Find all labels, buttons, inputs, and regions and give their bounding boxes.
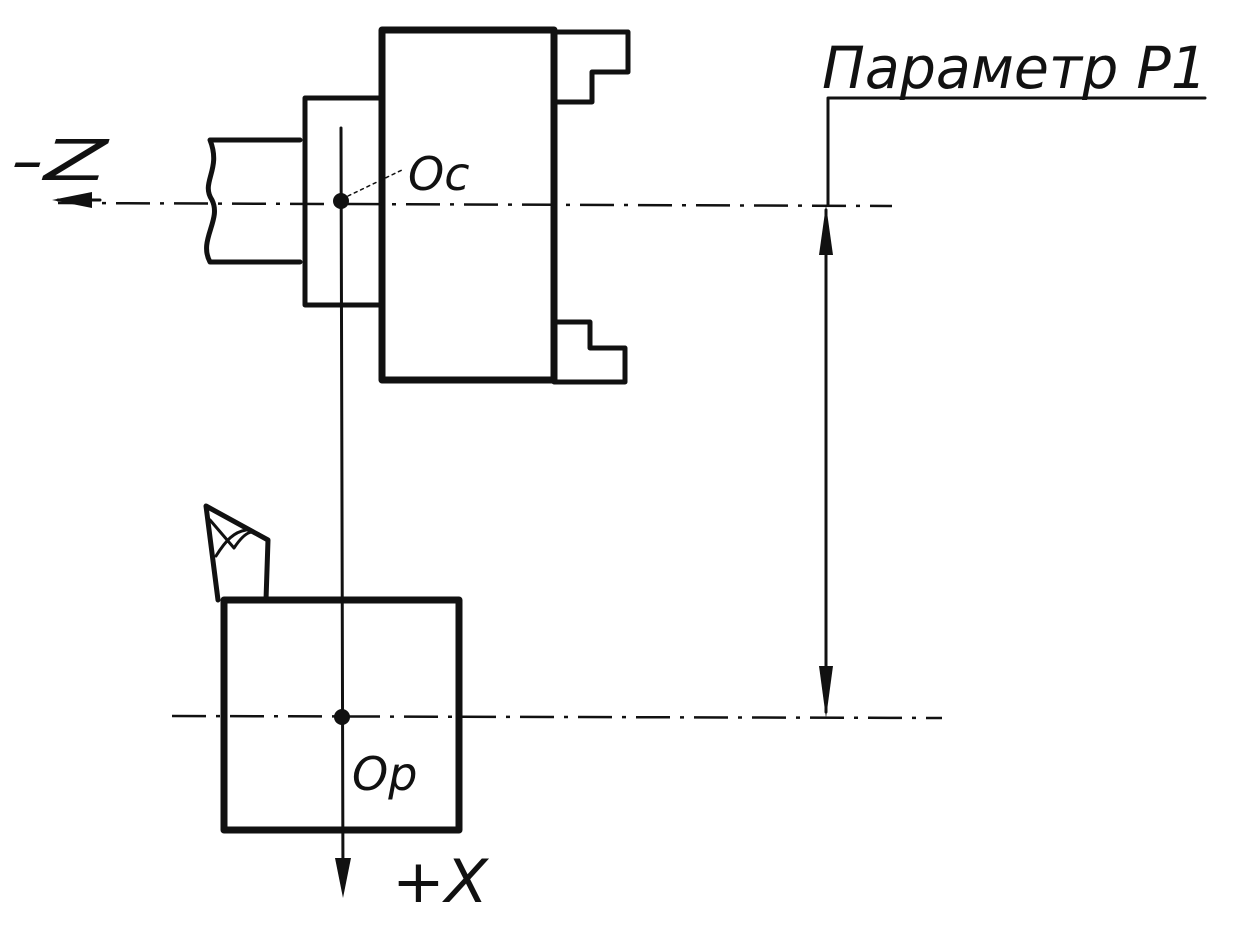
tool-origin-label: Op	[352, 747, 417, 801]
parameter-p1-dimension	[819, 96, 1207, 718]
parameter-p1-label: Параметр Р1	[822, 34, 1207, 102]
x-axis	[335, 126, 351, 898]
minus-z-arrow	[52, 192, 102, 208]
plus-x-label: +X	[392, 847, 490, 917]
lower-chuck-jaw	[551, 319, 628, 385]
chuck-center-axis-line	[57, 201, 893, 208]
upper-chuck-jaw	[551, 29, 631, 105]
chuck-origin-point	[333, 193, 349, 209]
minus-z-label: -Z	[10, 129, 111, 194]
tool-origin-point	[334, 709, 350, 725]
tool-center-axis-line	[171, 714, 943, 720]
spindle-shaft	[204, 137, 303, 265]
cutting-tool	[203, 503, 271, 603]
chuck-origin-leader	[347, 169, 403, 197]
chuck-origin-label: Oc	[408, 147, 470, 201]
